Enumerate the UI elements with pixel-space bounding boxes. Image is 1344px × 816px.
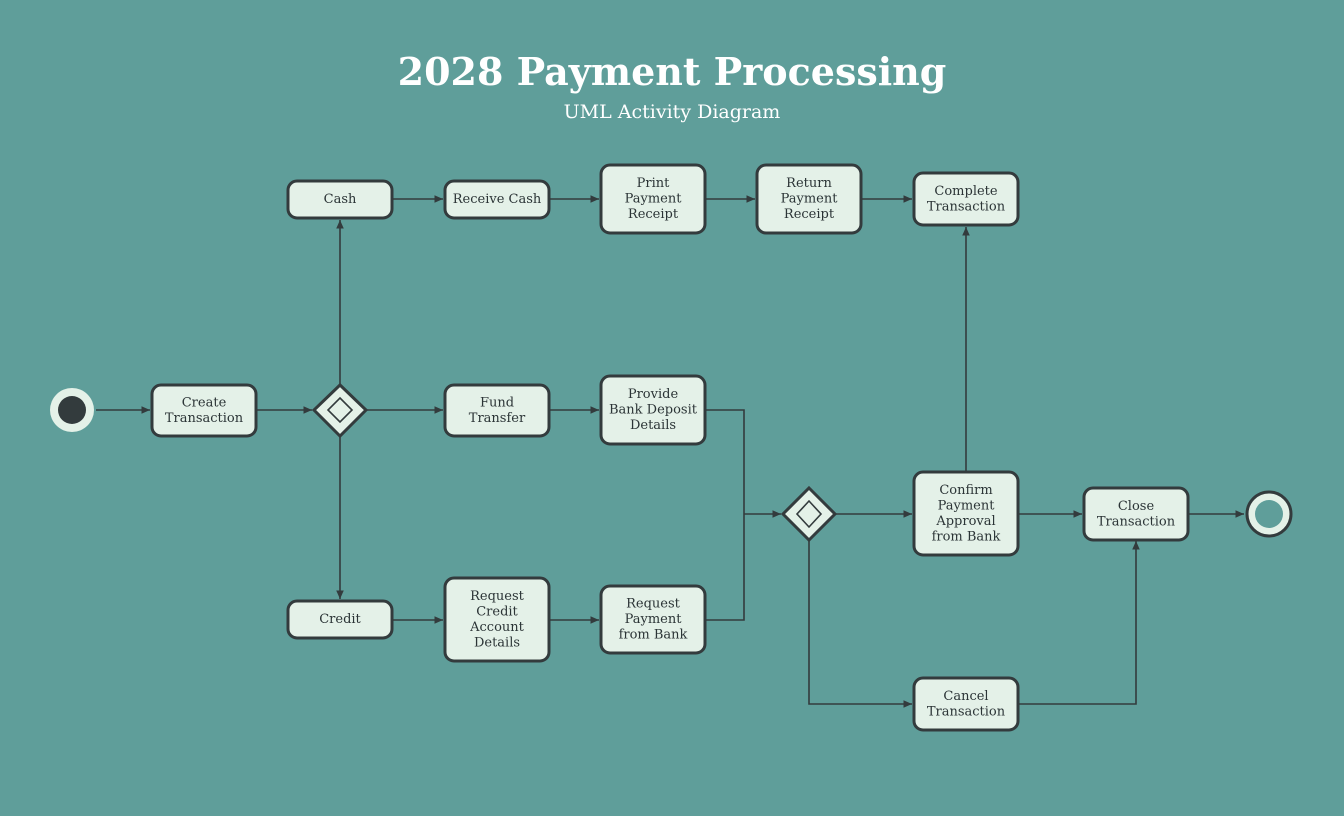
activity-node-label: Bank Deposit — [609, 403, 698, 418]
activity-node-label: Credit — [476, 604, 518, 619]
activity-node-label: from Bank — [932, 529, 1001, 544]
end-node — [1245, 490, 1293, 538]
activity-node-credit: Credit — [286, 599, 394, 640]
activity-node-label: Request — [626, 597, 681, 612]
activity-node-label: Payment — [938, 498, 996, 513]
activity-node-label: Receive Cash — [453, 192, 542, 207]
activity-node-label: Receipt — [784, 207, 835, 222]
activity-node-label: Fund — [480, 395, 514, 410]
activity-node-label: Create — [182, 395, 227, 410]
activity-node-label: Return — [786, 176, 832, 191]
activity-node-label: Transaction — [165, 411, 244, 426]
activity-node-label: Account — [469, 620, 525, 635]
activity-node-label: Request — [470, 589, 525, 604]
edge-request-payment-merge — [705, 514, 745, 621]
edge-cancel-close — [1018, 541, 1140, 705]
edge-decision2-cancel — [808, 540, 912, 708]
activity-node-receive-cash: Receive Cash — [443, 179, 551, 220]
activity-node-label: Payment — [781, 192, 839, 207]
activity-node-label: Complete — [934, 184, 997, 199]
diagram-subtitle: UML Activity Diagram — [563, 101, 781, 123]
activity-node-label: Credit — [319, 612, 361, 627]
activity-node-label: Details — [474, 635, 520, 650]
activity-node-label: Transaction — [1097, 514, 1176, 529]
activity-node-label: Close — [1118, 499, 1155, 514]
diagram-title: 2028 Payment Processing — [397, 49, 947, 94]
activity-node-cash: Cash — [286, 179, 394, 220]
activity-node-label: Print — [637, 176, 670, 191]
activity-node-label: Approval — [935, 514, 995, 529]
decision-node-approval — [780, 485, 838, 543]
activity-node-label: Cancel — [943, 689, 988, 704]
activity-node-label: Receipt — [628, 207, 679, 222]
activity-node-label: Payment — [625, 612, 683, 627]
activity-node-label: Cash — [324, 192, 357, 207]
activity-node-label: Confirm — [939, 483, 992, 498]
edges — [96, 195, 1244, 708]
edge-bank-deposit-merge — [705, 409, 745, 514]
start-node — [50, 388, 94, 432]
activity-node-label: from Bank — [619, 628, 688, 643]
activity-node-label: Transfer — [469, 411, 526, 426]
activity-node-label: Provide — [628, 387, 679, 402]
decision-node-payment-type — [311, 382, 369, 439]
activity-node-label: Transaction — [927, 199, 1006, 214]
activity-node-label: Transaction — [927, 704, 1006, 719]
activity-node-label: Details — [630, 418, 676, 433]
activity-node-label: Payment — [625, 192, 683, 207]
